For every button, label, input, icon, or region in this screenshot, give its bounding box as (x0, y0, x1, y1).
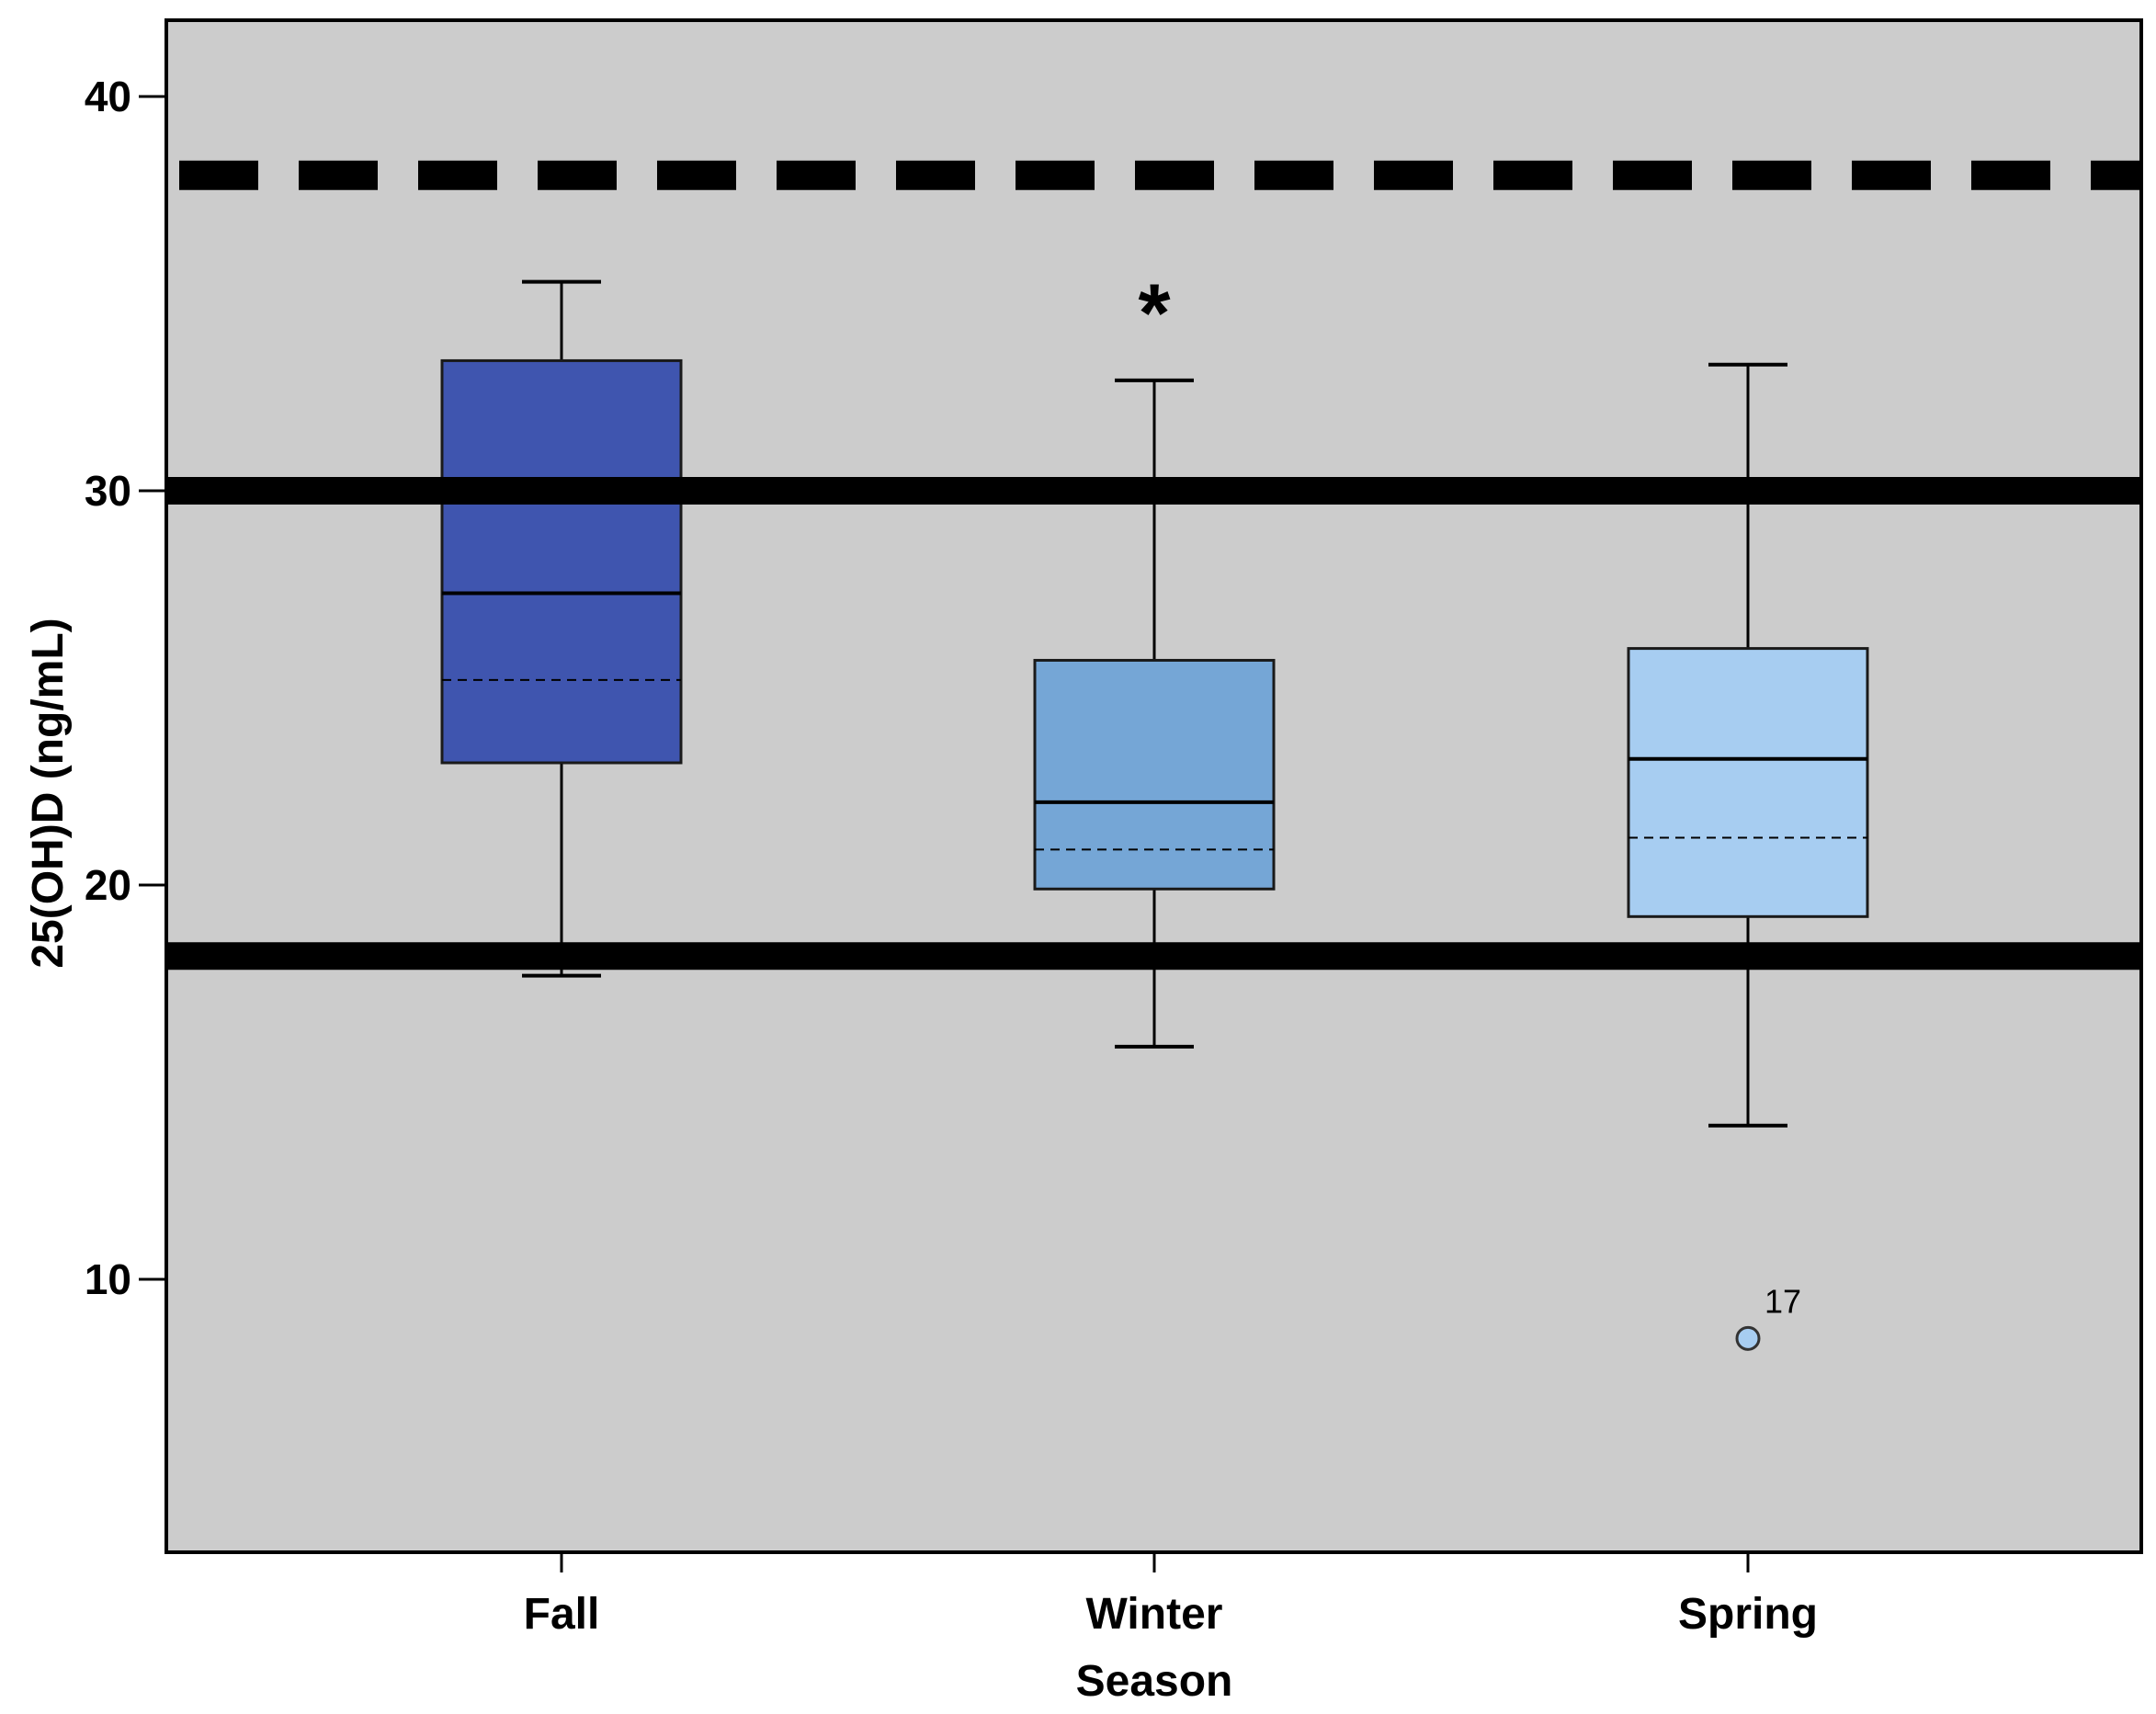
y-tick-label: 10 (85, 1255, 131, 1303)
y-tick-label: 40 (85, 73, 131, 120)
y-tick-label: 20 (85, 861, 131, 909)
y-tick-label: 30 (85, 467, 131, 515)
y-axis-title: 25(OH)D (ng/mL) (24, 618, 73, 968)
y-axis: 10 20 30 40 (85, 73, 166, 1303)
box-spring: 17 (1627, 362, 1869, 1351)
iqr-box (1033, 658, 1276, 891)
x-tick-label-winter: Winter (1086, 1590, 1223, 1639)
boxes: * 17 (440, 268, 1869, 1351)
extreme-marker: * (1138, 268, 1170, 360)
outlier-label: 17 (1765, 1282, 1801, 1320)
x-tick-label-fall: Fall (524, 1590, 600, 1639)
x-axis-title: Season (1076, 1657, 1233, 1706)
iqr-box (1627, 647, 1869, 918)
x-tick-label-spring: Spring (1678, 1590, 1818, 1639)
box-fall (440, 279, 683, 978)
iqr-box (440, 358, 683, 765)
x-axis: Fall Winter Spring (524, 1552, 1818, 1639)
outlier-point (1735, 1325, 1761, 1351)
box-winter: * (1033, 268, 1276, 1049)
reference-lines (166, 160, 2139, 971)
